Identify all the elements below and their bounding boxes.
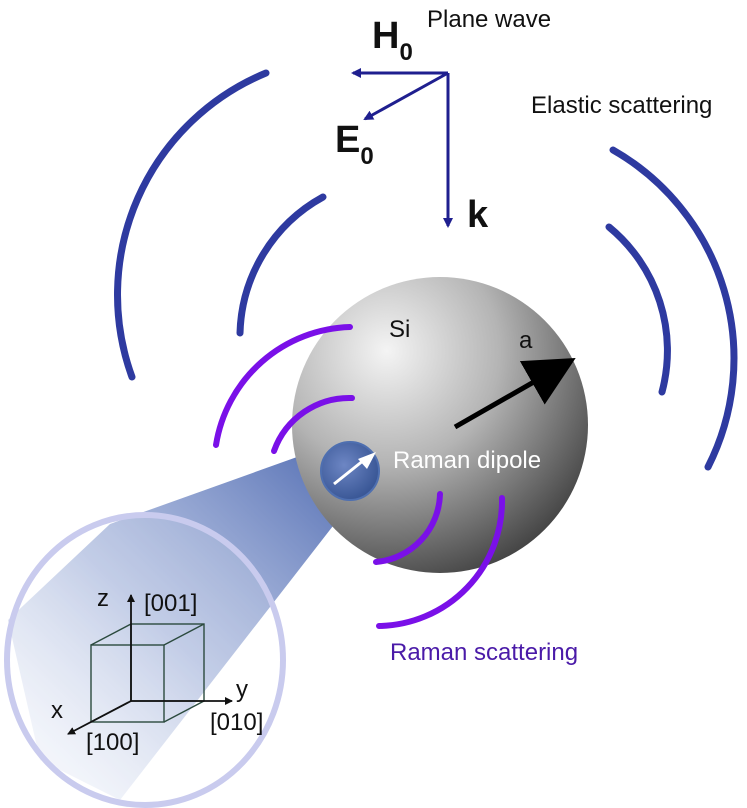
dir-001-label: [001] (144, 590, 197, 617)
elastic-scattering-waves (114, 69, 738, 471)
crystal-axes (67, 594, 233, 735)
elastic-scattering-label: Elastic scattering (531, 92, 712, 119)
x-axis (67, 700, 132, 735)
dipole-arrowhead (358, 452, 376, 469)
raman-arc-outer-left (213, 324, 353, 448)
raman-scattering-waves (213, 324, 506, 629)
axis-y-label: y (236, 676, 248, 703)
radius-arrow (453, 358, 576, 430)
raman-dipole-label: Raman dipole (393, 447, 541, 474)
e0-label: E0 (335, 119, 374, 170)
elastic-arc-outer-right (609, 146, 738, 471)
e0-vector (363, 71, 449, 121)
axis-z-label: z (97, 585, 109, 612)
k-label: k (467, 194, 489, 236)
plane-wave-vectors (351, 68, 453, 228)
raman-arc-inner-bottom (373, 491, 443, 565)
h0-label: H0 (372, 15, 413, 66)
si-sphere (292, 277, 588, 573)
dir-010-label: [010] (210, 709, 263, 736)
raman-arc-inner-left (271, 394, 355, 454)
crystal-inset (4, 512, 286, 808)
elastic-arc-inner-right (605, 223, 671, 396)
radius-label: a (519, 327, 533, 354)
si-label: Si (389, 316, 410, 343)
dipole-arrow (333, 458, 365, 486)
elastic-arc-outer-left (114, 69, 270, 381)
dir-100-label: [100] (86, 729, 139, 756)
raman-scattering-label: Raman scattering (390, 639, 578, 666)
plane-wave-label: Plane wave (427, 6, 551, 33)
elastic-arc-inner-left (236, 193, 327, 337)
axis-x-label: x (51, 697, 63, 724)
raman-arc-outer-bottom (376, 495, 506, 629)
